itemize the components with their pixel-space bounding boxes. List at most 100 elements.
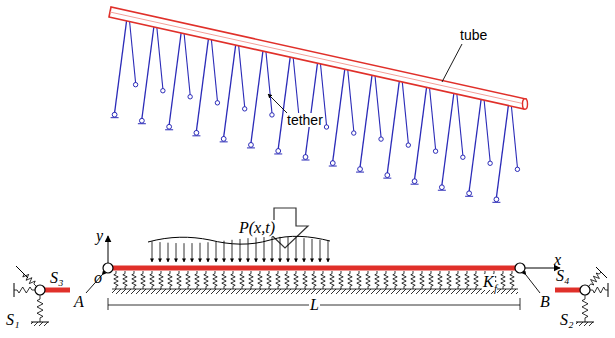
spring <box>267 271 271 289</box>
spring <box>285 271 289 289</box>
load-arrow <box>312 239 313 262</box>
tether-line <box>511 106 517 167</box>
anchor <box>215 101 219 105</box>
load-arrow <box>216 242 217 262</box>
tether-line <box>239 46 245 107</box>
load-arrow <box>184 243 185 262</box>
tether-line <box>430 88 436 149</box>
spring <box>177 271 181 289</box>
load-arrow <box>208 242 209 262</box>
spring-label: S₃ <box>50 270 64 286</box>
tether-line <box>211 40 217 101</box>
load-arrow <box>160 242 161 262</box>
ground <box>16 266 28 278</box>
ground <box>608 283 609 297</box>
anchor <box>411 184 419 185</box>
ground <box>14 283 15 297</box>
load-arrow <box>288 237 289 262</box>
load-arrow <box>192 243 193 262</box>
anchor <box>247 147 255 148</box>
spring <box>375 271 379 289</box>
spring <box>114 271 118 289</box>
anchor <box>302 160 310 161</box>
anchor <box>379 137 383 141</box>
spring <box>590 287 608 293</box>
tether-line <box>415 87 427 179</box>
tether-line <box>457 94 463 155</box>
spring <box>474 271 478 289</box>
anchor <box>330 161 335 166</box>
tether-line <box>184 34 190 95</box>
spring <box>393 271 397 289</box>
spring <box>411 271 415 289</box>
spring <box>222 271 226 289</box>
spring <box>501 271 505 289</box>
spring <box>294 271 298 289</box>
spring <box>456 271 460 289</box>
tether-line <box>469 99 481 191</box>
spring <box>168 271 172 289</box>
anchor <box>167 124 172 129</box>
anchor <box>274 153 282 154</box>
load-arrow <box>224 241 225 262</box>
tether-line <box>442 93 454 185</box>
tether-line <box>306 63 318 155</box>
spring <box>420 271 424 289</box>
spring <box>330 271 334 289</box>
anchor <box>194 130 199 135</box>
load-arrow <box>280 237 281 262</box>
spring <box>438 271 442 289</box>
ground <box>596 267 607 278</box>
anchor <box>188 95 192 99</box>
spring <box>258 271 262 289</box>
load-arrow <box>248 238 249 262</box>
tether-line <box>333 69 345 161</box>
load-arrow <box>240 239 241 262</box>
anchor <box>133 82 137 86</box>
spring <box>150 271 154 289</box>
part-label: tether <box>286 113 324 127</box>
spring <box>447 271 451 289</box>
origin-label: o <box>94 270 102 286</box>
tether-line <box>251 51 263 143</box>
load-arrow <box>304 238 305 262</box>
spring <box>240 271 244 289</box>
axis-label: x <box>554 252 561 268</box>
spring <box>312 271 316 289</box>
spring-label: S₂ <box>560 312 574 328</box>
ground <box>31 322 49 326</box>
load-arrow <box>232 240 233 262</box>
axis-label: y <box>96 228 103 244</box>
anchor <box>111 117 119 118</box>
spring <box>213 271 217 289</box>
spring <box>384 271 388 289</box>
anchor <box>465 196 473 197</box>
anchor <box>138 123 146 124</box>
ground <box>576 322 594 326</box>
spring <box>249 271 253 289</box>
anchor <box>358 167 363 172</box>
load-arrow <box>320 240 321 262</box>
tether-line <box>496 105 508 197</box>
spring <box>123 271 127 289</box>
anchor <box>270 113 274 117</box>
spring <box>141 271 145 289</box>
spring <box>366 271 370 289</box>
load-arrow <box>168 243 169 262</box>
stiffness-subscript: f <box>494 283 497 294</box>
spring-label: S₄ <box>556 268 570 284</box>
part-label: tube <box>460 28 487 42</box>
anchor <box>329 166 337 167</box>
spring <box>303 271 307 289</box>
spring <box>339 271 343 289</box>
end-label: A <box>74 294 84 310</box>
load-arrow <box>152 241 153 262</box>
anchor <box>439 185 444 190</box>
spring <box>195 271 199 289</box>
anchor <box>221 136 226 141</box>
anchor <box>492 202 500 203</box>
spring <box>357 271 361 289</box>
tether-line <box>348 70 354 131</box>
tether-line <box>130 22 136 83</box>
